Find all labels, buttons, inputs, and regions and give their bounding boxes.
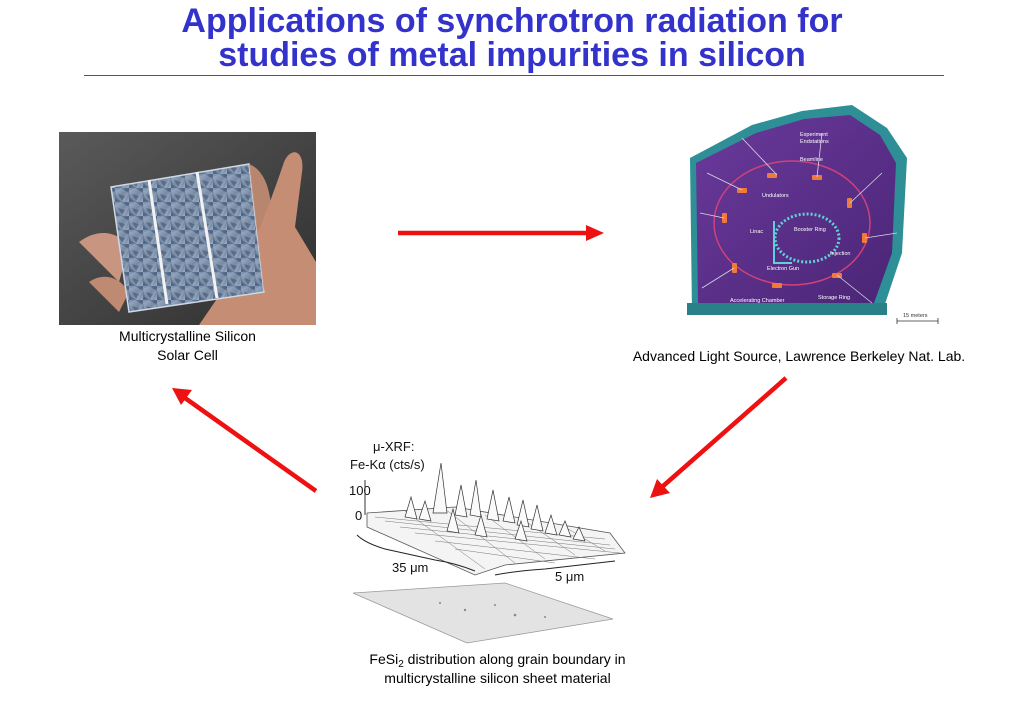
busbar-left bbox=[147, 179, 169, 305]
slide-title: Applications of synchrotron radiation fo… bbox=[0, 4, 1024, 72]
title-line-1: Applications of synchrotron radiation fo… bbox=[181, 2, 843, 40]
label-linac: Linac bbox=[750, 229, 763, 235]
xrf-dim-35um: 35 μm bbox=[392, 560, 428, 575]
label-beamline: Beamline bbox=[800, 157, 823, 163]
label-injection: Injection bbox=[830, 251, 851, 257]
xrf-3d-plot: μ-XRF: Fe-Kα (cts/s) 100 0 35 μm 5 μm bbox=[349, 439, 626, 644]
xrf-tick-0: 0 bbox=[355, 508, 362, 523]
label-booster-ring: Booster Ring bbox=[794, 227, 826, 233]
linac bbox=[773, 221, 792, 264]
busbar-right bbox=[195, 171, 219, 299]
xrf-dim-5um: 5 μm bbox=[555, 569, 584, 584]
scale-bar bbox=[896, 318, 939, 324]
xrf-peaks bbox=[404, 462, 586, 542]
building-floor bbox=[696, 115, 896, 303]
beamlines bbox=[699, 132, 898, 304]
xrf-bracket-5um bbox=[494, 560, 616, 576]
title-line-2: studies of metal impurities in silicon bbox=[218, 36, 806, 74]
arrow-to-xrf bbox=[660, 376, 788, 489]
label-undulators: Undulators bbox=[762, 193, 789, 199]
als-facility-diagram: Experiment Endstations Beamline Undulato… bbox=[687, 105, 939, 324]
xrf-caption: FeSi2 distribution along grain boundary … bbox=[369, 651, 626, 686]
als-caption: Advanced Light Source, Lawrence Berkeley… bbox=[632, 348, 966, 364]
label-electron-gun: Electron Gun bbox=[767, 266, 799, 272]
xrf-label-line1: μ-XRF: bbox=[373, 439, 414, 454]
label-accelerating-chamber: Accelerating Chamber bbox=[730, 298, 785, 304]
title-divider bbox=[84, 75, 944, 76]
solar-cell-photo bbox=[59, 132, 316, 325]
label-experiment: Experiment bbox=[800, 132, 828, 138]
label-endstations: Endstations bbox=[800, 139, 829, 145]
arrow-to-solar-cell bbox=[183, 396, 318, 493]
xrf-bracket-35um bbox=[356, 534, 476, 572]
storage-ring bbox=[713, 160, 871, 286]
scale-label: 15 meters bbox=[903, 313, 928, 319]
ring-magnets bbox=[722, 173, 867, 288]
solar-cell-caption: Multicrystalline Silicon Solar Cell bbox=[119, 328, 256, 363]
xrf-label-line2: Fe-Kα (cts/s) bbox=[350, 457, 425, 472]
xrf-2d-map bbox=[352, 582, 614, 644]
label-storage-ring: Storage Ring bbox=[818, 295, 850, 301]
